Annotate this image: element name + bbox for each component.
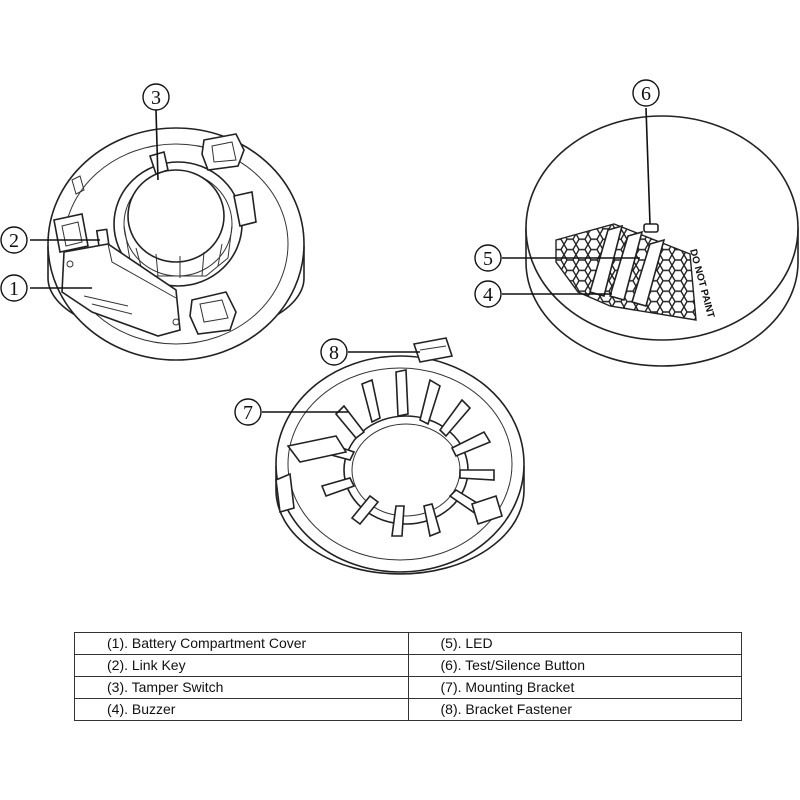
svg-text:1: 1 bbox=[9, 278, 19, 300]
legend-cell-left: (3). Tamper Switch bbox=[74, 676, 409, 699]
exploded-diagram: DO NOT PAINT bbox=[0, 79, 799, 575]
callout-2: 2 bbox=[0, 226, 28, 254]
legend-cell-left: (1). Battery Compartment Cover bbox=[74, 632, 409, 655]
svg-text:6: 6 bbox=[641, 83, 651, 105]
leader-lines bbox=[30, 107, 651, 413]
legend-row: (4). Buzzer (8). Bracket Fastener bbox=[74, 698, 742, 721]
svg-text:7: 7 bbox=[243, 402, 253, 424]
legend-row: (3). Tamper Switch (7). Mounting Bracket bbox=[74, 676, 742, 699]
legend-row: (1). Battery Compartment Cover (5). LED bbox=[74, 632, 742, 655]
svg-text:3: 3 bbox=[151, 87, 161, 109]
callout-4: 4 bbox=[474, 280, 502, 308]
svg-text:4: 4 bbox=[483, 284, 493, 306]
legend-cell-left: (2). Link Key bbox=[74, 654, 409, 677]
svg-text:8: 8 bbox=[329, 342, 339, 364]
callout-5: 5 bbox=[474, 244, 502, 272]
legend-cell-right: (7). Mounting Bracket bbox=[407, 676, 742, 699]
legend-cell-right: (8). Bracket Fastener bbox=[407, 698, 742, 721]
parts-legend-table: (1). Battery Compartment Cover (5). LED … bbox=[74, 632, 742, 721]
callout-8: 8 bbox=[320, 338, 348, 366]
legend-cell-right: (5). LED bbox=[407, 632, 742, 655]
legend-cell-left: (4). Buzzer bbox=[74, 698, 409, 721]
legend-cell-right: (6). Test/Silence Button bbox=[407, 654, 742, 677]
callout-3: 3 bbox=[142, 83, 170, 111]
detector-front-view: DO NOT PAINT bbox=[525, 115, 799, 367]
svg-text:5: 5 bbox=[483, 248, 493, 270]
svg-text:2: 2 bbox=[9, 230, 19, 252]
mounting-bracket bbox=[275, 337, 525, 575]
callout-1: 1 bbox=[0, 274, 28, 302]
legend-row: (2). Link Key (6). Test/Silence Button bbox=[74, 654, 742, 677]
callout-7: 7 bbox=[234, 398, 262, 426]
callout-6: 6 bbox=[632, 79, 660, 107]
detector-back-view bbox=[47, 127, 305, 361]
